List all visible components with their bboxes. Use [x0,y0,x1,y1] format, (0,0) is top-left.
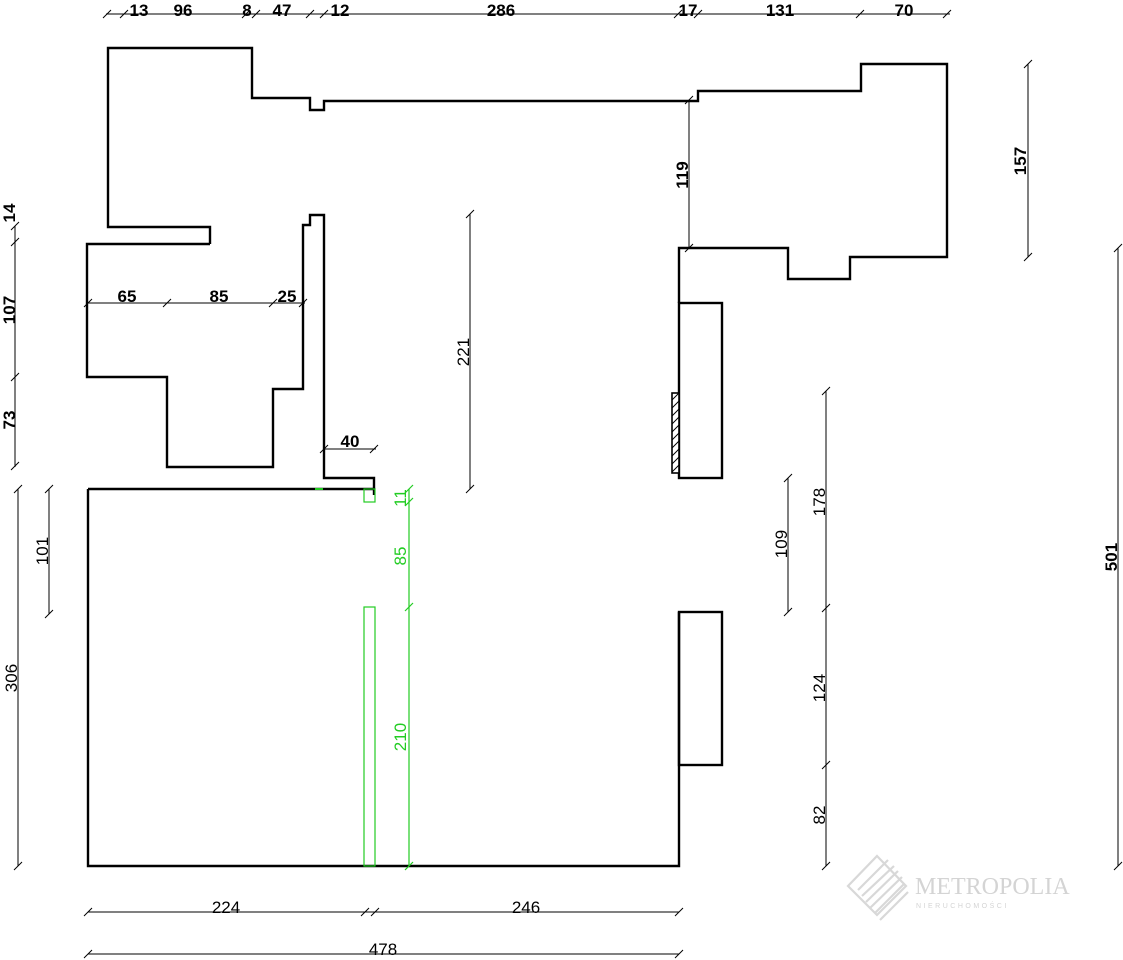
dim-inner-85: 85 [210,287,229,306]
dim-niche-40: 40 [341,432,360,451]
dim-inner-25: 25 [278,287,297,306]
logo-name: METROPOLIA [915,874,1070,900]
dim-right-501: 501 [1102,543,1121,571]
corridor-dimension: 119 [673,95,694,253]
dim-corridor-119: 119 [673,161,692,188]
green-tall-box [363,606,376,867]
dim-top-96: 96 [174,1,193,20]
metropolia-logo: METROPOLIA NIERUCHOMOŚCI [846,854,1070,921]
right-lower-box [677,610,724,767]
dim-bottom-246: 246 [512,898,540,917]
wall-main-room-outline [86,489,681,868]
dim-left-14: 14 [0,203,19,222]
dim-top-17: 17 [679,1,698,20]
walls [85,46,949,868]
right-upper-box [677,301,724,480]
dim-bottom-224: 224 [212,898,240,917]
right-block-dimension: 157 [1011,59,1033,262]
dim-right-178: 178 [810,488,829,516]
niche-dimension: 40 [319,432,379,454]
dim-top-47: 47 [273,1,292,20]
dim-top-131: 131 [766,1,794,20]
dim-total-478: 478 [369,940,397,959]
right-side-dimensions: 109 178 124 82 501 [772,243,1123,871]
dim-green-85: 85 [391,547,410,566]
wall-upper-left-notch [106,46,949,303]
inner-dimension-chain: 65 85 25 [83,287,308,308]
dim-top-286: 286 [487,1,515,20]
green-elements: 11 85 210 [315,484,414,871]
dim-top-8: 8 [242,1,251,20]
dim-top-70: 70 [895,1,914,20]
center-dimension: 221 [454,209,475,494]
dim-left-306: 306 [2,664,21,692]
bottom-dimensions: 224 246 478 [83,898,684,959]
dim-left-73: 73 [0,411,19,430]
logo-tagline: NIERUCHOMOŚCI [916,901,1009,910]
left-lower-dimensions: 101 306 [2,484,54,871]
logo-mark-icon [846,854,909,921]
hatch-lines [671,392,680,473]
left-dimension-chain: 14 107 73 [0,203,20,471]
dim-center-221: 221 [454,338,473,366]
dim-right-157: 157 [1011,147,1030,175]
dim-top-13: 13 [130,1,149,20]
wall-upper-left-room [85,213,376,489]
dim-top-12: 12 [331,1,350,20]
green-ticks [404,484,414,871]
dim-green-11: 11 [391,489,410,507]
top-dimension-chain: 13 96 8 47 12 286 17 131 70 [102,1,952,20]
dim-right-109: 109 [772,530,791,558]
dim-left-101: 101 [33,537,52,565]
dim-inner-65: 65 [118,287,137,306]
wall-main-room [88,487,376,495]
dim-left-107: 107 [0,296,19,324]
green-small-box [363,488,376,503]
dim-green-210: 210 [391,723,410,751]
dim-right-124: 124 [810,674,829,702]
dim-right-82: 82 [810,806,829,825]
